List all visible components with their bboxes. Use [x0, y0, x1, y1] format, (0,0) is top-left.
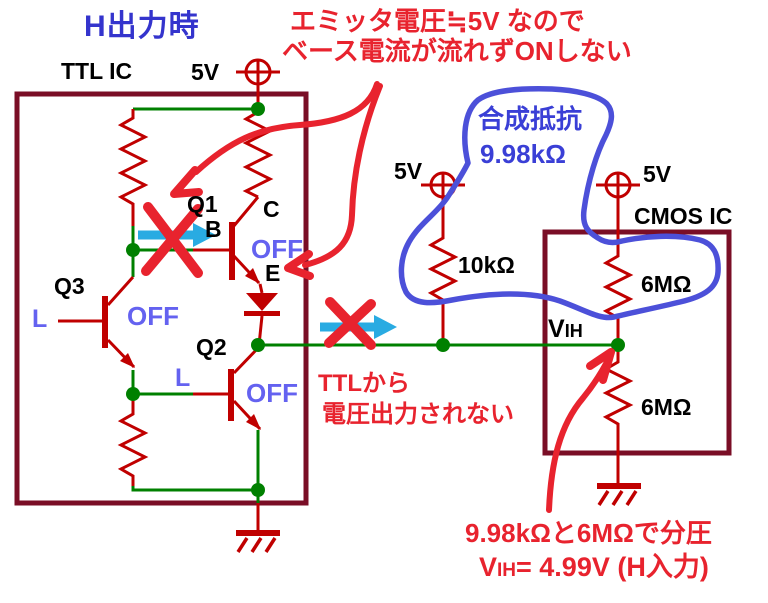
cmos-supply-label: 5V	[643, 161, 672, 187]
top-note-line2: ベース電流が流れずONしない	[282, 36, 632, 66]
resistor-6m-bottom	[602, 345, 634, 484]
red-arrow-to-vih	[546, 348, 615, 513]
q3-low-label: L	[32, 305, 48, 333]
cmos-ic-label: CMOS IC	[634, 203, 733, 229]
wire-bottom-left	[131, 486, 258, 492]
resistor-6m-top-label: 6MΩ	[641, 271, 692, 297]
divider-vih-v: V	[479, 552, 498, 582]
junction-dots	[126, 102, 625, 497]
combined-resistance-line1: 合成抵抗	[478, 104, 583, 134]
vih-sub: IH	[564, 321, 583, 341]
q1-base-label: B	[205, 216, 222, 242]
red-x-base	[141, 202, 203, 278]
components	[58, 58, 641, 553]
q1-emitter-label: E	[265, 260, 281, 286]
ttl-ic-box	[14, 91, 309, 506]
red-arrow-to-emitter	[284, 83, 383, 280]
power-symbol-cmos	[596, 171, 640, 199]
q2-label: Q2	[196, 334, 227, 360]
divider-note-line2: VIH= 4.99V (H入力)	[479, 554, 709, 581]
no-output-line1: TTLから	[318, 370, 410, 397]
power-symbol-ttl	[236, 58, 280, 109]
q1-label: Q1	[187, 191, 218, 217]
resistor-r2	[242, 109, 274, 199]
resistor-r3	[117, 394, 149, 486]
q3-off-label: OFF	[127, 301, 179, 331]
top-note-line1: エミッタ電圧≒5V なので	[290, 6, 585, 36]
middle-supply-label: 5V	[394, 158, 423, 184]
resistor-10k-label: 10kΩ	[458, 252, 515, 278]
divider-vih-sub: IH	[497, 560, 517, 581]
blue-loop-annotation	[398, 86, 721, 321]
red-arrow-to-base	[170, 81, 380, 198]
page-title: H出力時	[84, 10, 200, 43]
vih-v: V	[548, 315, 565, 343]
transistor-q3	[58, 276, 136, 369]
divider-rest: = 4.99V (H入力)	[516, 552, 709, 582]
q2-off-label: OFF	[246, 378, 298, 408]
resistor-r1	[117, 109, 149, 226]
diode-d1	[244, 283, 280, 346]
resistor-6m-top	[602, 197, 634, 345]
no-output-line2: 電圧出力されない	[322, 401, 514, 428]
combined-resistance-line2: 9.98kΩ	[480, 139, 566, 169]
divider-note-line1: 9.98kΩと6MΩで分圧	[465, 518, 712, 548]
ground-symbol-cmos	[597, 483, 641, 506]
ttl-ic-label: TTL IC	[61, 58, 133, 84]
cmos-ic-box	[542, 229, 732, 456]
q1-off-label: OFF	[251, 234, 303, 264]
red-annotations	[141, 81, 615, 513]
vih-node-label: VIH	[548, 317, 583, 342]
resistor-6m-bottom-label: 6MΩ	[641, 394, 692, 420]
q1-collector-label: C	[263, 196, 280, 222]
resistor-10k	[427, 197, 459, 345]
q2-low-label: L	[175, 364, 191, 392]
red-x-output	[324, 297, 376, 350]
transistor-q1	[193, 196, 261, 285]
ttl-supply-label: 5V	[191, 59, 220, 85]
ground-symbol-ttl	[236, 503, 280, 553]
q3-label: Q3	[54, 273, 85, 299]
transistor-q2	[193, 345, 262, 431]
